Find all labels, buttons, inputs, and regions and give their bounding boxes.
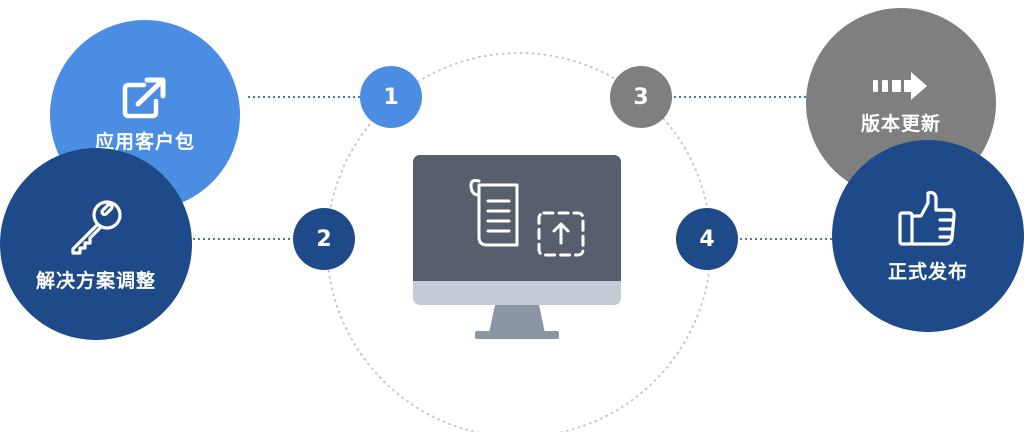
step-label-1: 应用客户包: [94, 130, 195, 153]
step-label-4: 正式发布: [887, 260, 968, 283]
step-number-1: 1: [360, 66, 422, 128]
step-label-2: 解决方案调整: [35, 269, 156, 292]
step-label-3: 版本更新: [860, 112, 941, 135]
key-icon: [71, 199, 122, 255]
thumbs-up-icon: [898, 190, 956, 246]
step-bubble-2: 解决方案调整: [0, 148, 192, 340]
step-number-4: 4: [676, 208, 738, 270]
arrow-right-icon: [873, 71, 927, 100]
external-link-icon: [122, 77, 166, 118]
step-number-2: 2: [293, 208, 355, 270]
step-number-3: 3: [610, 66, 672, 128]
monitor-upload-icon: [413, 155, 621, 339]
step-bubble-4: 正式发布: [832, 140, 1024, 332]
